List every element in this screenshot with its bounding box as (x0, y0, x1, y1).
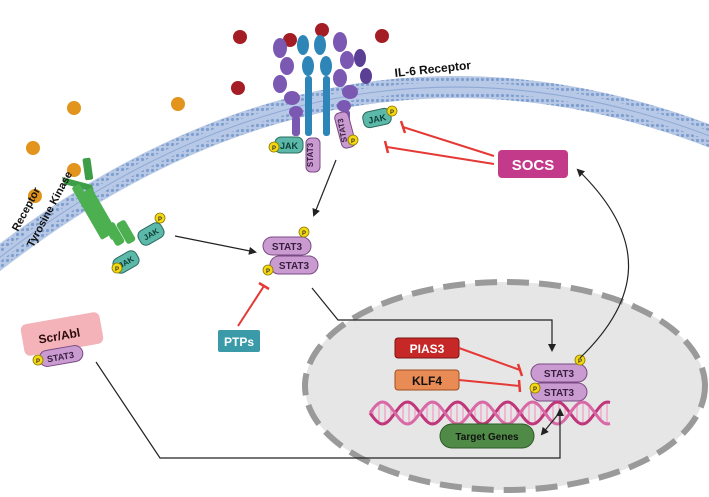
svg-text:P: P (351, 139, 355, 145)
arrow-stat3-to-target-genes (540, 411, 561, 436)
target-genes-label: Target Genes (455, 432, 519, 443)
activation-arrows (95, 159, 630, 459)
socs-box: SOCS (498, 150, 568, 178)
svg-text:P: P (158, 217, 162, 223)
nucleus (302, 279, 708, 493)
klf4-inhibits-stat3 (458, 379, 521, 387)
klf4-box: KLF4 (394, 369, 460, 391)
svg-text:P: P (272, 146, 276, 152)
rtk-jak-left: JAK P (111, 250, 140, 274)
svg-text:P: P (578, 359, 582, 365)
ligand-orange-1 (67, 101, 81, 115)
arrow-rtk-to-stat3 (174, 235, 257, 255)
pias3-inhibits-stat3 (458, 347, 521, 371)
ptps-box: PTPs (218, 330, 260, 352)
dna-helix (368, 400, 611, 426)
stat3-label: STAT3 (272, 242, 303, 253)
dna-strand (368, 400, 611, 426)
stat3-label: STAT3 (544, 388, 575, 399)
ligand-red-2 (283, 33, 297, 47)
ligand-red-4 (375, 29, 389, 43)
il6-receptor-stat3-1: STAT3 (305, 137, 321, 173)
stat3-dimer-nucleus: STAT3 STAT3 P P (529, 354, 588, 402)
socs-inhibits-jak-1 (402, 126, 495, 157)
arrow-scr-abl-to-nucleus (95, 361, 564, 459)
jak-label: JAK (367, 112, 387, 126)
svg-text:P: P (266, 269, 270, 275)
svg-text:P: P (36, 359, 40, 365)
ligand-red-5 (231, 81, 245, 95)
il6-receptor-jak-left: JAK P (268, 136, 304, 154)
ligand-red-3 (315, 23, 329, 37)
ptps-label: PTPs (224, 335, 254, 349)
arrow-stat3-to-socs (576, 168, 630, 359)
ligand-orange-5 (28, 189, 42, 203)
stat3-dimer-cytoplasm: STAT3 STAT3 P P (262, 226, 319, 276)
cell-membrane (0, 76, 709, 272)
stat3-label: STAT3 (279, 261, 310, 272)
ligand-orange-4 (67, 163, 81, 177)
arrow-il6r-to-stat3 (312, 159, 337, 217)
ligand-orange-2 (171, 97, 185, 111)
il6-receptor-stat3-2: STAT3 P (334, 111, 359, 149)
ligand-red-1 (233, 30, 247, 44)
jak-label: JAK (280, 141, 299, 151)
rtk-jak-right: JAK P (137, 212, 166, 246)
ptps-inhibits-stat3 (237, 285, 265, 327)
ligands-orange (26, 97, 185, 203)
pias3-label: PIAS3 (410, 342, 445, 356)
svg-text:P: P (302, 231, 306, 237)
stat3-label: STAT3 (544, 369, 575, 380)
svg-text:P: P (390, 110, 394, 116)
il6-receptor-complex (273, 32, 372, 136)
scr-abl-box: Scr/Abl STAT3 P (20, 312, 104, 367)
receptor-tyrosine-kinase (62, 157, 136, 246)
svg-text:P: P (533, 387, 537, 393)
pias3-box: PIAS3 (394, 337, 460, 359)
il6-receptor-jak-right: JAK P (362, 105, 398, 129)
stat3-label: STAT3 (46, 350, 74, 365)
stat3-label: STAT3 (336, 117, 349, 143)
ligand-orange-3 (26, 141, 40, 155)
ligands-red (231, 23, 389, 95)
socs-inhibits-jak-2 (386, 146, 495, 165)
inhibition-lines (237, 120, 524, 393)
stat3-label: STAT3 (306, 142, 315, 167)
svg-text:P: P (115, 267, 119, 273)
socs-label: SOCS (512, 157, 555, 174)
klf4-label: KLF4 (412, 374, 442, 388)
arrow-stat3-to-nucleus (311, 287, 556, 352)
target-genes-box: Target Genes (439, 423, 535, 449)
